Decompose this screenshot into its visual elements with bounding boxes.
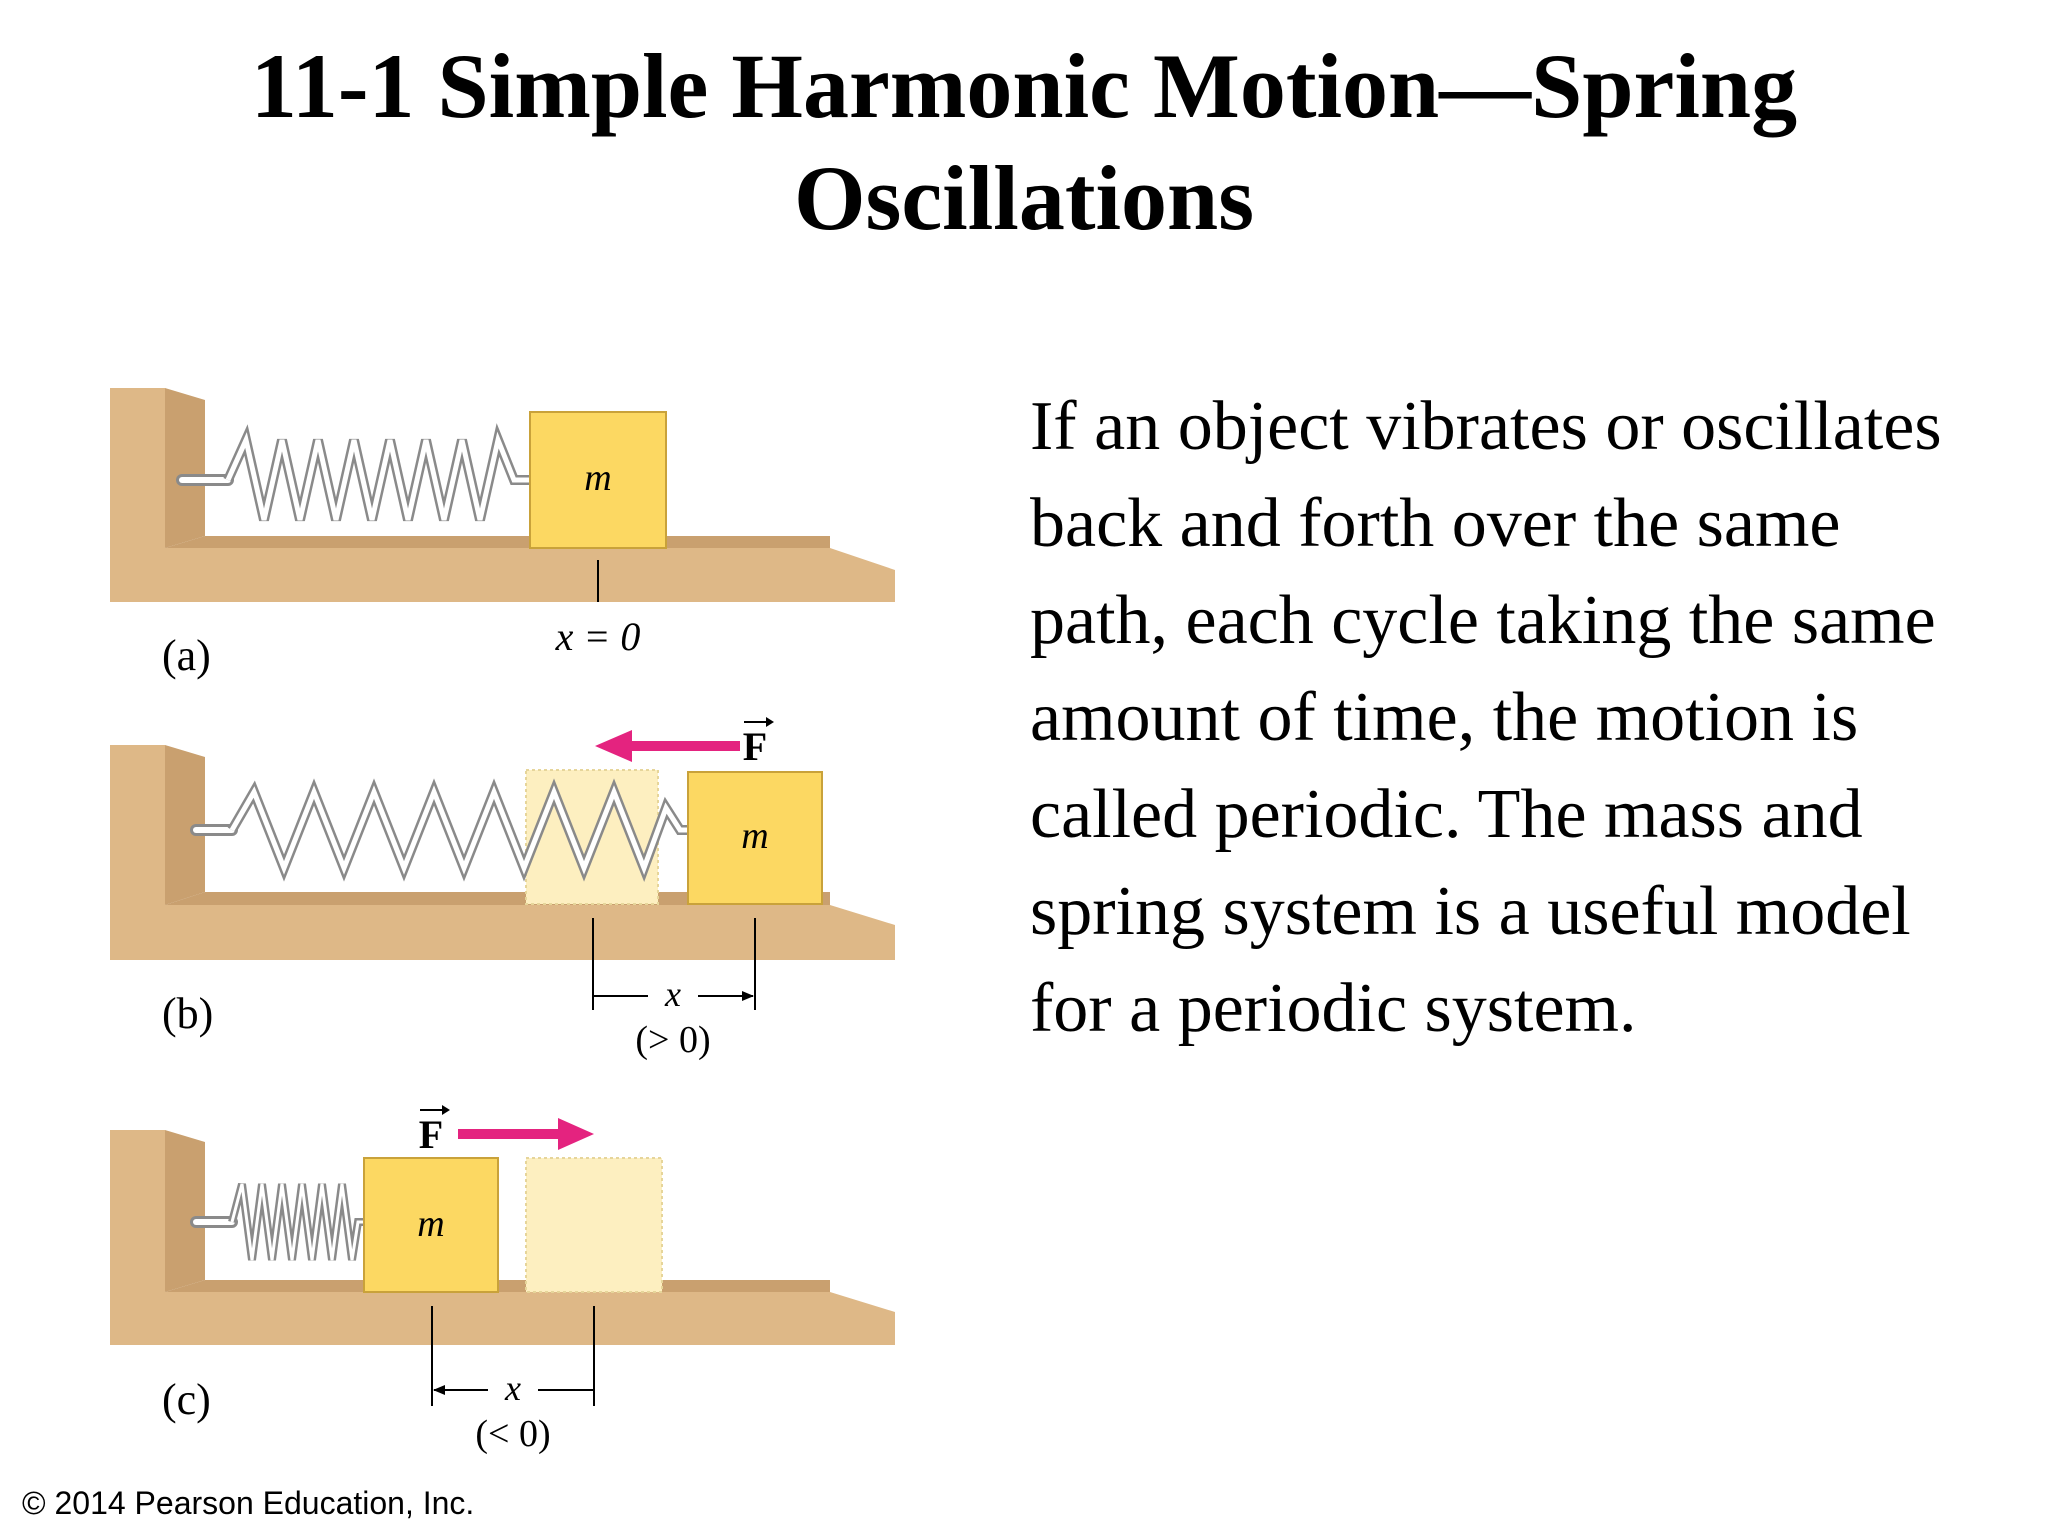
mass-block-c xyxy=(363,1157,499,1293)
panel-b: m F x (> 0) (b) xyxy=(110,717,895,1061)
slide-title-line-1: 11-1 Simple Harmonic Motion—Spring xyxy=(250,35,1798,137)
condition-label-b: (> 0) xyxy=(635,1019,710,1061)
position-label-a: x = 0 xyxy=(555,614,641,659)
mass-block-a xyxy=(529,411,667,549)
equilibrium-ghost-block-c xyxy=(525,1157,663,1293)
force-arrow-c xyxy=(458,1118,594,1150)
force-label-b: F xyxy=(743,724,767,769)
floor-b xyxy=(110,745,895,960)
force-label-c: F xyxy=(419,1112,443,1157)
mass-label-a: m xyxy=(584,457,611,499)
slide-title: 11-1 Simple Harmonic Motion—Spring Oscil… xyxy=(0,30,2048,254)
force-arrow-b xyxy=(595,730,740,762)
panel-label-a: (a) xyxy=(162,631,211,680)
condition-label-c: (< 0) xyxy=(475,1413,550,1455)
floor-c xyxy=(110,1130,895,1345)
mass-label-c: m xyxy=(417,1203,444,1245)
panel-label-b: (b) xyxy=(162,989,213,1038)
spring-a xyxy=(176,423,532,522)
mass-block-b xyxy=(687,771,823,905)
force-vector-cap-b xyxy=(766,717,774,727)
displacement-label-c: x xyxy=(504,1368,521,1408)
spring-c xyxy=(190,1182,366,1261)
displacement-label-b: x xyxy=(664,974,681,1014)
copyright-notice: © 2014 Pearson Education, Inc. xyxy=(22,1485,475,1521)
floor-a xyxy=(110,388,895,602)
panel-c: m F x (< 0) (c) xyxy=(110,1105,895,1455)
slide-title-line-2: Oscillations xyxy=(793,147,1255,249)
panel-label-c: (c) xyxy=(162,1375,211,1424)
slide-body-text: If an object vibrates or oscillates back… xyxy=(1030,388,1942,1047)
mass-label-b: m xyxy=(741,815,768,857)
force-vector-cap-c xyxy=(442,1105,450,1115)
panel-a: m x = 0 (a) xyxy=(110,388,895,680)
spring-b xyxy=(190,778,688,883)
